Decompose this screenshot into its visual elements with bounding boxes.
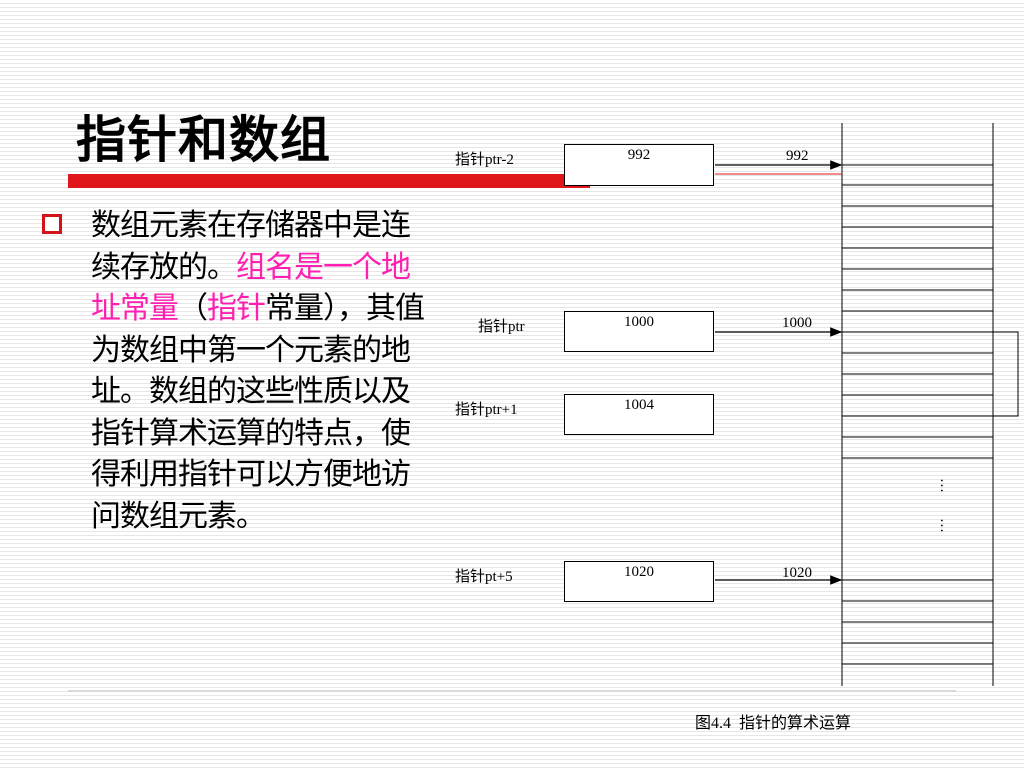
ellipsis-mark: … (937, 478, 953, 493)
pointer-value-box: 1004 (564, 394, 714, 435)
memory-column (841, 123, 1019, 686)
bullet-text-highlight: 指针 (207, 291, 266, 326)
footer-divider (68, 690, 956, 692)
bullet-text-highlight: 组名是一个地址常量 (91, 249, 411, 327)
pointer-label: 指针ptr-2 (455, 152, 514, 168)
bullet-text-part: 数组元素在存储器中是连续存放的。 (91, 208, 411, 285)
address-label: 1020 (782, 565, 812, 581)
pointer-label: 指针ptr+1 (455, 402, 518, 418)
slide-title: 指针和数组 (76, 111, 331, 169)
bullet-square-icon (42, 214, 62, 234)
pointer-label: 指针ptr (478, 319, 525, 335)
pointer-value-box: 1020 (564, 561, 714, 602)
address-label: 1000 (782, 315, 812, 331)
bullet-text-part: （ (178, 291, 208, 326)
pointer-value-box: 992 (564, 144, 714, 186)
address-label: 992 (786, 148, 809, 164)
title-underline-bar (68, 174, 590, 188)
pointer-label: 指针pt+5 (455, 569, 513, 585)
bullet-text-part: 常量），其值为数组中第一个元素的地址。数组的这些性质以及指针算术运算的特点，使得… (91, 291, 425, 534)
ellipsis-mark: … (937, 518, 953, 533)
figure-caption: 图4.4 指针的算术运算 (695, 715, 852, 732)
bullet-text: 数组元素在存储器中是连续存放的。组名是一个地址常量（指针常量），其值为数组中第一… (91, 205, 436, 537)
pointer-value-box: 1000 (564, 311, 714, 352)
